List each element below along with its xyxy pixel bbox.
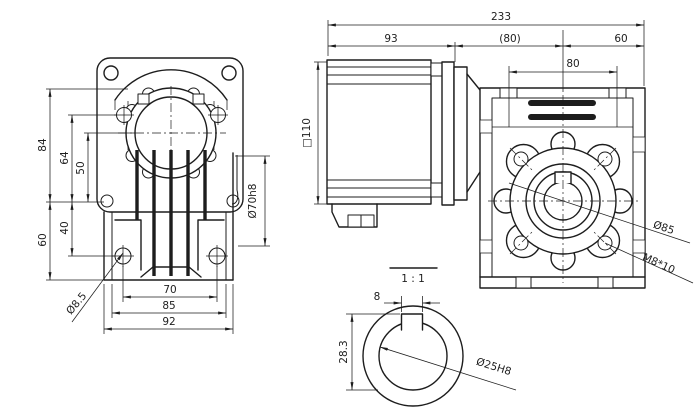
front-view	[96, 57, 244, 281]
vent-slot	[528, 100, 596, 106]
dim-80-ref: (80)	[499, 33, 521, 45]
dim-70: 70	[163, 284, 176, 296]
dim-64: 64	[59, 151, 71, 165]
dim-50: 50	[75, 161, 87, 174]
dim-60: 60	[37, 233, 49, 246]
screw-hole	[114, 105, 228, 125]
dim-spigot: Ø70h8	[247, 184, 259, 219]
output-flange-face	[488, 95, 638, 283]
corner-hole	[103, 65, 119, 81]
dim-233: 233	[491, 11, 511, 23]
top-lug	[608, 87, 627, 99]
dim-92: 92	[162, 316, 175, 328]
dim-keyway-width: 8	[374, 291, 381, 303]
housing-dome	[114, 69, 228, 101]
dim-60: 60	[614, 33, 627, 45]
top-lug	[499, 87, 518, 99]
corner-hole	[221, 65, 237, 81]
dim-keyway-depth: 28.3	[338, 340, 350, 363]
cooling-fins	[135, 150, 207, 276]
shaft-detail-view: 1 : 1 8 28.3 Ø25H8	[338, 267, 517, 407]
side-view-dimensions: 233 93 (80) 60 80 □110	[301, 11, 645, 205]
corner-hole	[100, 194, 114, 208]
dim-bore-dia: Ø25H8	[475, 356, 513, 378]
dim-93: 93	[384, 33, 397, 45]
shaft-bore	[378, 321, 448, 391]
dim-40: 40	[59, 221, 71, 234]
side-view: Ø85 M8*10	[326, 59, 694, 289]
dim-84: 84	[37, 138, 49, 152]
bore-keyway	[400, 313, 424, 331]
dim-85: 85	[162, 300, 175, 312]
motor-adapter	[441, 61, 455, 206]
dim-80: 80	[566, 58, 579, 70]
motor-ribs	[327, 66, 431, 198]
motor-body	[326, 59, 432, 205]
terminal-block	[331, 203, 378, 228]
dim-motor-frame: □110	[301, 118, 313, 148]
detail-scale-label: 1 : 1	[401, 273, 425, 285]
dim-tapped-hole: M8*10	[640, 251, 676, 276]
vent-slot	[528, 114, 596, 120]
